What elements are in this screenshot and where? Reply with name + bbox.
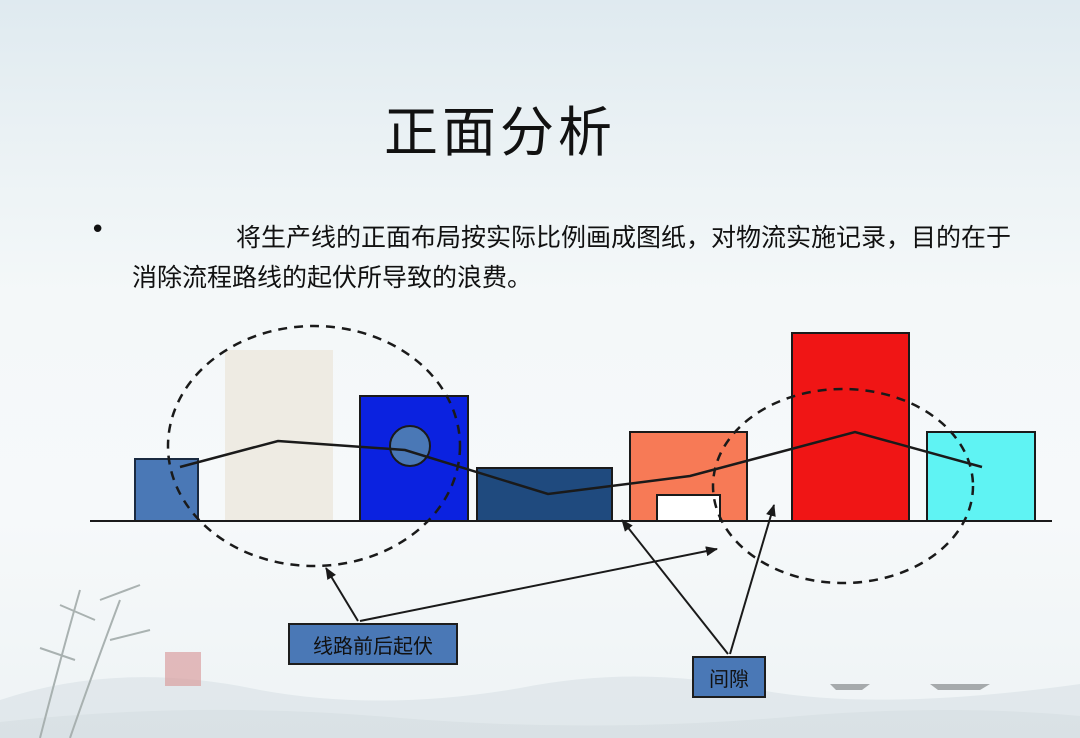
material-flow-path: [179, 430, 983, 496]
fluctuation-label: 线路前后起伏: [288, 623, 458, 665]
fluctuation-highlight-ellipse: [166, 324, 462, 568]
machine-6: [791, 332, 910, 522]
bullet-marker: •: [90, 215, 106, 245]
slide-title: 正面分析: [384, 101, 616, 164]
machine-5-opening: [656, 494, 721, 522]
machine-7: [926, 431, 1036, 522]
arrow-to-left-ellipse: [325, 567, 359, 622]
arrow-to-right-ellipse: [359, 546, 718, 622]
ink-landscape-decoration: [0, 584, 1080, 738]
gap-highlight-ellipse: [711, 387, 975, 585]
machine-2: [225, 350, 333, 521]
arrow-to-gap-2: [729, 504, 776, 655]
arrow-to-gap-1: [621, 519, 729, 655]
machine-1: [134, 458, 199, 522]
gap-label: 间隙: [692, 656, 766, 698]
machine-3-circle: [389, 425, 431, 467]
machine-4: [476, 467, 613, 522]
slide-body-text: 将生产线的正面布局按实际比例画成图纸，对物流实施记录，目的在于消除流程路线的起伏…: [132, 223, 1012, 292]
